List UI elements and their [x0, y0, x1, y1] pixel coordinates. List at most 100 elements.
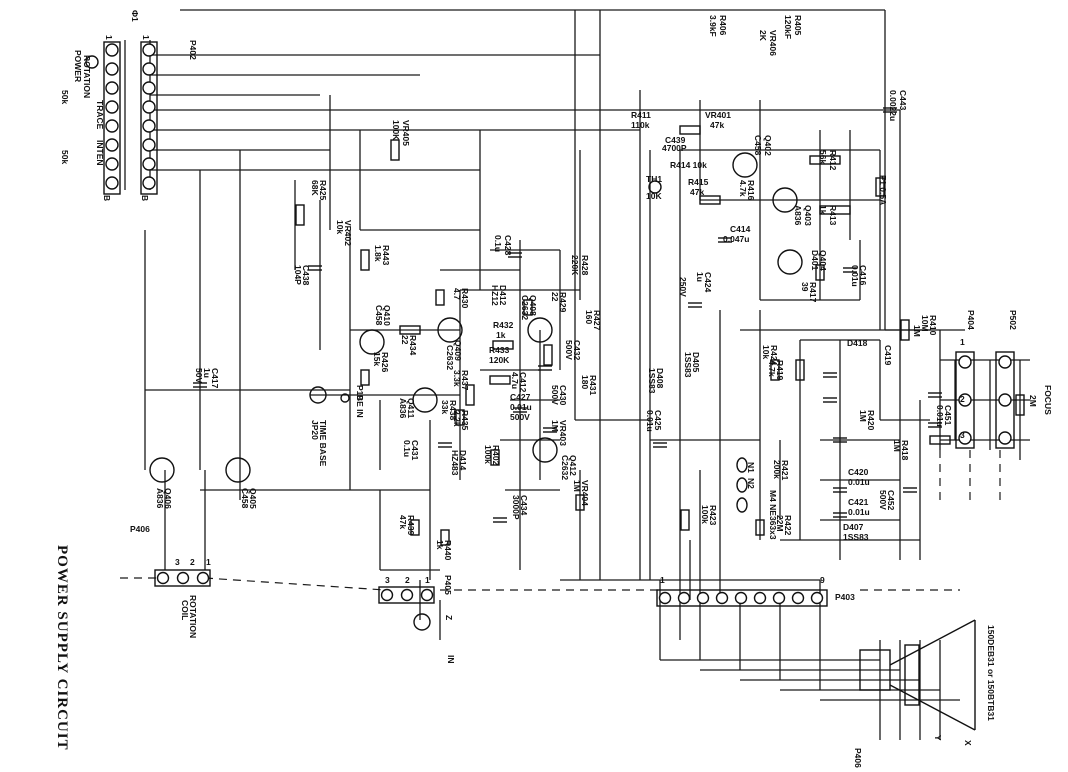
time-base-jack: [309, 386, 327, 404]
label-timebase: TIME BASE: [318, 420, 328, 467]
label-r417v: 39: [800, 282, 810, 292]
label-vr403v: 1M: [550, 420, 560, 432]
label-q409t: C2632: [445, 345, 455, 370]
label-b1: B: [102, 195, 112, 201]
label-c425v: 0.01u: [645, 410, 655, 432]
label-r430v: 4.7: [452, 288, 462, 300]
label-r411v: 110k: [631, 120, 650, 130]
label-r426: R426: [380, 352, 390, 373]
resistor-0: [679, 125, 701, 135]
label-r430: R430: [460, 288, 470, 309]
resistor-25: [575, 494, 585, 511]
p403-pin: [810, 591, 824, 605]
label-r439: R439: [406, 515, 416, 536]
p402-left-pin: [105, 43, 119, 57]
p403-pin: [658, 591, 672, 605]
label-c412: C412: [518, 372, 528, 393]
label-q404: Q404: [818, 250, 828, 271]
label-r432v: 1k: [496, 330, 506, 340]
label-r419: R419: [775, 360, 785, 381]
label-yy: Y: [933, 735, 943, 741]
label-r423v: 100k: [700, 505, 710, 524]
label-r443v: 1.8k: [373, 245, 383, 262]
label-d408v: 1SS83: [647, 368, 657, 394]
label-r434: R434: [408, 335, 418, 356]
resistor-7: [523, 299, 533, 316]
resistor-23: [455, 409, 465, 426]
q411-transistor: [412, 387, 438, 413]
label-r412v: 56k: [818, 150, 828, 164]
label-xx: X: [963, 740, 973, 746]
label-r440: R440: [443, 540, 453, 561]
p404-pin: [958, 393, 972, 407]
crt-neck: [904, 644, 920, 706]
z-in-jack: [413, 613, 431, 631]
resistor-3: [819, 205, 851, 215]
label-crt: 150DEB31 or 150BTB31: [986, 625, 996, 721]
label-d408: D408: [655, 368, 665, 389]
label-rotation: ROTATION: [82, 55, 92, 98]
label-d412v: HZ12: [490, 285, 500, 306]
label-r421: R421: [780, 460, 790, 481]
label-ebin: BE IN: [355, 395, 365, 418]
p403-pin: [677, 591, 691, 605]
label-r443: R443: [381, 245, 391, 266]
q405-transistor: [225, 457, 251, 483]
label-r420: R420: [866, 410, 876, 431]
label-vr401: VR401: [705, 110, 731, 120]
label-r429: R429: [558, 292, 568, 313]
label-c428v: 0.1u: [493, 235, 503, 252]
label-vr402: VR402: [343, 220, 353, 246]
label-d407v: 1SS83: [843, 532, 869, 542]
label-r410: R410: [928, 315, 938, 336]
label-r423: R423: [708, 505, 718, 526]
label-r434v: 22: [400, 335, 410, 345]
p405-pin: [400, 588, 414, 602]
label-c434: C434: [519, 495, 529, 516]
resistor-11: [465, 384, 475, 406]
label-r432: R432: [493, 320, 514, 330]
label-r417: R417: [808, 282, 818, 303]
resistor-10: [489, 375, 511, 385]
label-vr401v: 47k: [710, 120, 724, 130]
label-d405v: 1SS83: [683, 352, 693, 378]
label-p406b: P406: [853, 748, 863, 768]
label-c420: C420: [848, 467, 869, 477]
label-r427: R427: [592, 310, 602, 331]
p402-right-pin: [142, 100, 156, 114]
label-q405: Q405: [248, 488, 258, 509]
label-n1c: 1: [206, 557, 211, 567]
label-p402: P402: [188, 40, 198, 60]
label-q404t: D401: [810, 250, 820, 271]
p403-pin: [753, 591, 767, 605]
label-r426v: 15k: [372, 352, 382, 366]
p406-pin: [176, 571, 190, 585]
label-zin: IN: [446, 655, 456, 664]
label-d407: D407: [843, 522, 864, 532]
label-d412: D412: [498, 285, 508, 306]
label-c432v: 500V: [564, 340, 574, 360]
label-p403: P403: [835, 592, 855, 602]
label-r412: R412: [828, 150, 838, 171]
label-q405t: C458: [240, 488, 250, 509]
label-c427: C427: [510, 392, 531, 402]
p406-pin: [156, 571, 170, 585]
p405-pin: [380, 588, 394, 602]
fuse: [875, 177, 885, 197]
p402-right-pin: [142, 43, 156, 57]
label-r435v: 2.2k: [452, 410, 462, 427]
label-r418: R418: [900, 440, 910, 461]
label-r421v: 200k: [772, 460, 782, 479]
label-c414: C414: [730, 224, 751, 234]
q402-transistor: [732, 152, 758, 178]
label-r410v: 10M: [920, 315, 930, 332]
q409-transistor: [437, 317, 463, 343]
p502-pin: [998, 355, 1012, 369]
label-q409: Q409: [453, 340, 463, 361]
label-q411: Q411: [406, 398, 416, 419]
p402-right-pin: [142, 176, 156, 190]
label-n2b: 2: [190, 557, 195, 567]
resistor-1: [699, 195, 721, 205]
p402-left-pin: [105, 157, 119, 171]
